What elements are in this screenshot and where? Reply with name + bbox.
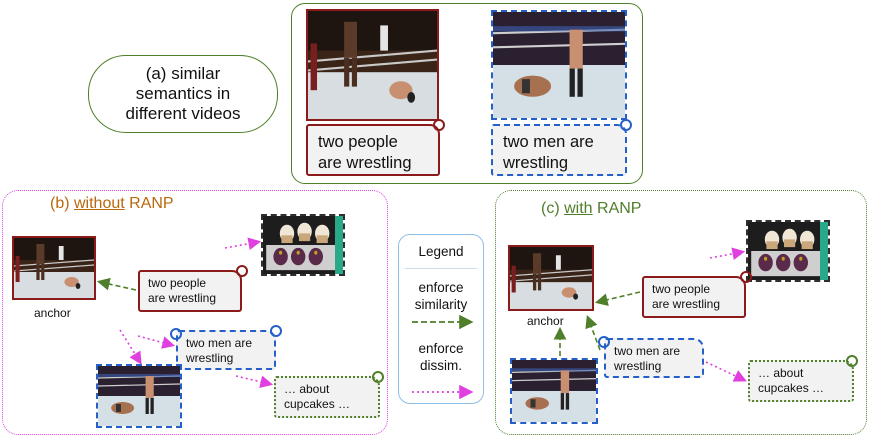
caption-about-cupcakes: … about cupcakes … xyxy=(274,376,380,418)
cupcakes-video-frame xyxy=(261,214,345,276)
caption-two-men-wrestling: two men are wrestling xyxy=(604,338,704,378)
legend-dissim-label: enforce dissim. xyxy=(418,341,464,373)
scroll-curl-icon xyxy=(170,328,182,340)
anchor-label: anchor xyxy=(34,306,71,320)
legend-similarity-label: enforce similarity xyxy=(414,280,468,312)
caption-two-people-wrestling: two people are wrestling xyxy=(642,276,746,318)
caption-two-people-wrestling: two people are wrestling xyxy=(138,270,242,312)
scroll-curl-icon xyxy=(433,119,445,131)
scroll-curl-icon xyxy=(846,355,858,367)
panel-title-with-ranp: (c) with RANP xyxy=(541,200,642,217)
caption-two-men-wrestling: two men are wrestling xyxy=(176,330,276,370)
anchor-label: anchor xyxy=(527,314,564,328)
label-similar-semantics: (a) similar semantics in different video… xyxy=(88,55,278,133)
video-frame-people-wrestling xyxy=(306,9,439,121)
caption-two-people-wrestling: two people are wrestling xyxy=(306,124,440,176)
scroll-curl-icon xyxy=(598,336,610,348)
without-ranp-panel xyxy=(2,190,388,435)
with-ranp-panel xyxy=(495,190,867,435)
scroll-curl-icon xyxy=(740,271,752,283)
scroll-curl-icon xyxy=(620,119,632,131)
men-wrestling-video-frame xyxy=(96,364,182,428)
legend-title: Legend xyxy=(418,244,464,259)
scroll-curl-icon xyxy=(270,325,282,337)
men-wrestling-video-frame xyxy=(510,358,598,424)
anchor-video-frame xyxy=(12,236,96,300)
legend-divider xyxy=(405,268,477,269)
cupcakes-video-frame xyxy=(746,220,830,282)
similar-semantics-panel xyxy=(291,3,643,184)
caption-two-men-wrestling: two men are wrestling xyxy=(491,124,627,176)
caption-about-cupcakes: … about cupcakes … xyxy=(748,360,854,402)
video-frame-men-wrestling xyxy=(491,10,627,120)
anchor-video-frame xyxy=(508,245,594,311)
scroll-curl-icon xyxy=(236,265,248,277)
scroll-curl-icon xyxy=(372,371,384,383)
panel-title-without-ranp: (b) without RANP xyxy=(50,195,174,212)
